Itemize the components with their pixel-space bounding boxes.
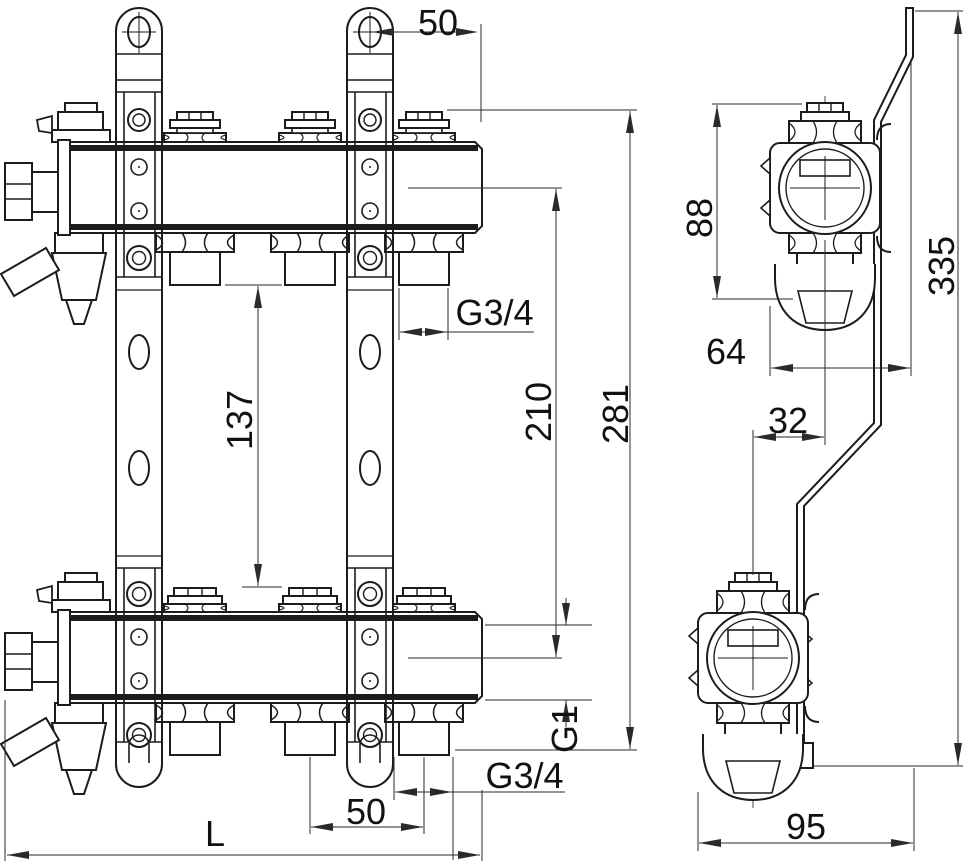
front-view <box>1 7 637 861</box>
dim-label-axis-spacing: 210 <box>518 381 559 443</box>
dim-label-overall-height: 281 <box>595 383 636 445</box>
dim-label-overall-length: L <box>204 813 226 854</box>
side-dimension-lines <box>697 10 963 851</box>
dim-label-main-port-thread: G1 <box>544 704 585 754</box>
dim-label-outlet-spacing: 50 <box>345 791 387 832</box>
dim-label-wall-to-valve-face: 64 <box>705 331 747 372</box>
dim-label-top-outlet-thread: G3/4 <box>455 292 534 333</box>
dim-label-axis-offset: 32 <box>767 400 809 441</box>
side-view <box>688 7 963 851</box>
front-dimension-lines <box>4 24 637 861</box>
dim-label-hole-to-end: 50 <box>417 2 459 43</box>
dim-label-bottom-outlet-thread: G3/4 <box>485 755 564 796</box>
dim-label-inter-manifold-gap: 137 <box>219 389 260 451</box>
dim-label-valve-height: 88 <box>679 197 720 239</box>
dim-label-bracket-height: 335 <box>921 235 962 297</box>
dim-label-overall-depth: 95 <box>785 806 827 847</box>
side-valve-top <box>760 95 892 339</box>
